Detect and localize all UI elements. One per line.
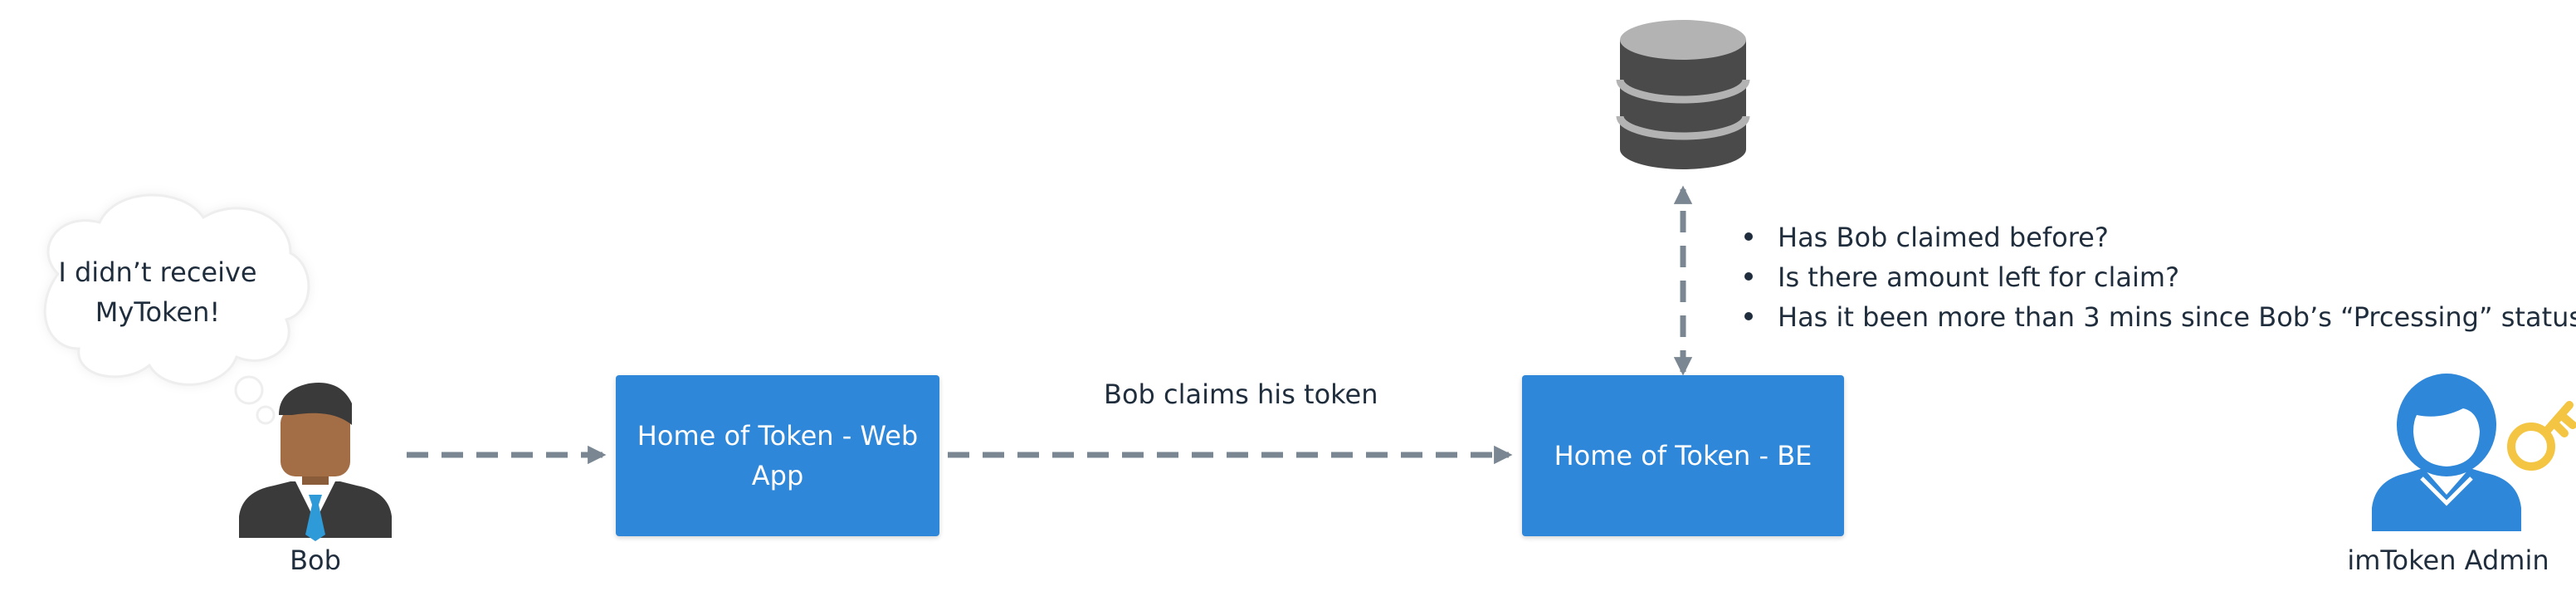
check-item: Is there amount left for claim?: [1743, 257, 2576, 297]
check-item-text: Has it been more than 3 mins since Bob’s…: [1778, 301, 2576, 333]
check-item: Has it been more than 3 mins since Bob’s…: [1743, 297, 2576, 337]
bob-speech: I didn’t receive MyToken!: [33, 252, 282, 332]
claim-edge-label: Bob claims his token: [1104, 379, 1378, 410]
backend-checks-list: Has Bob claimed before? Is there amount …: [1743, 217, 2576, 337]
bullet-icon: [1744, 312, 1753, 320]
web-app-node-line-2: App: [751, 460, 804, 491]
backend-node: Home of Token - BE: [1522, 375, 1844, 536]
check-item-text: Is there amount left for claim?: [1778, 261, 2180, 293]
bob-speech-line-1: I didn’t receive: [58, 256, 257, 288]
bullet-icon: [1744, 272, 1753, 281]
database-icon: [1616, 20, 1750, 169]
check-item: Has Bob claimed before?: [1743, 217, 2576, 257]
admin-label: imToken Admin: [2347, 545, 2549, 576]
key-icon: [2507, 401, 2576, 471]
user-icon: [2372, 374, 2521, 531]
bob-speech-line-2: MyToken!: [95, 296, 221, 328]
bob-label: Bob: [290, 545, 341, 576]
thought-cloud-icon: [43, 193, 310, 425]
bullet-icon: [1744, 232, 1753, 241]
backend-node-label: Home of Token - BE: [1554, 440, 1812, 471]
web-app-node: Home of Token - Web App: [616, 375, 939, 536]
businessman-icon: [239, 383, 392, 541]
web-app-node-line-1: Home of Token - Web: [637, 420, 919, 452]
check-item-text: Has Bob claimed before?: [1778, 222, 2109, 253]
